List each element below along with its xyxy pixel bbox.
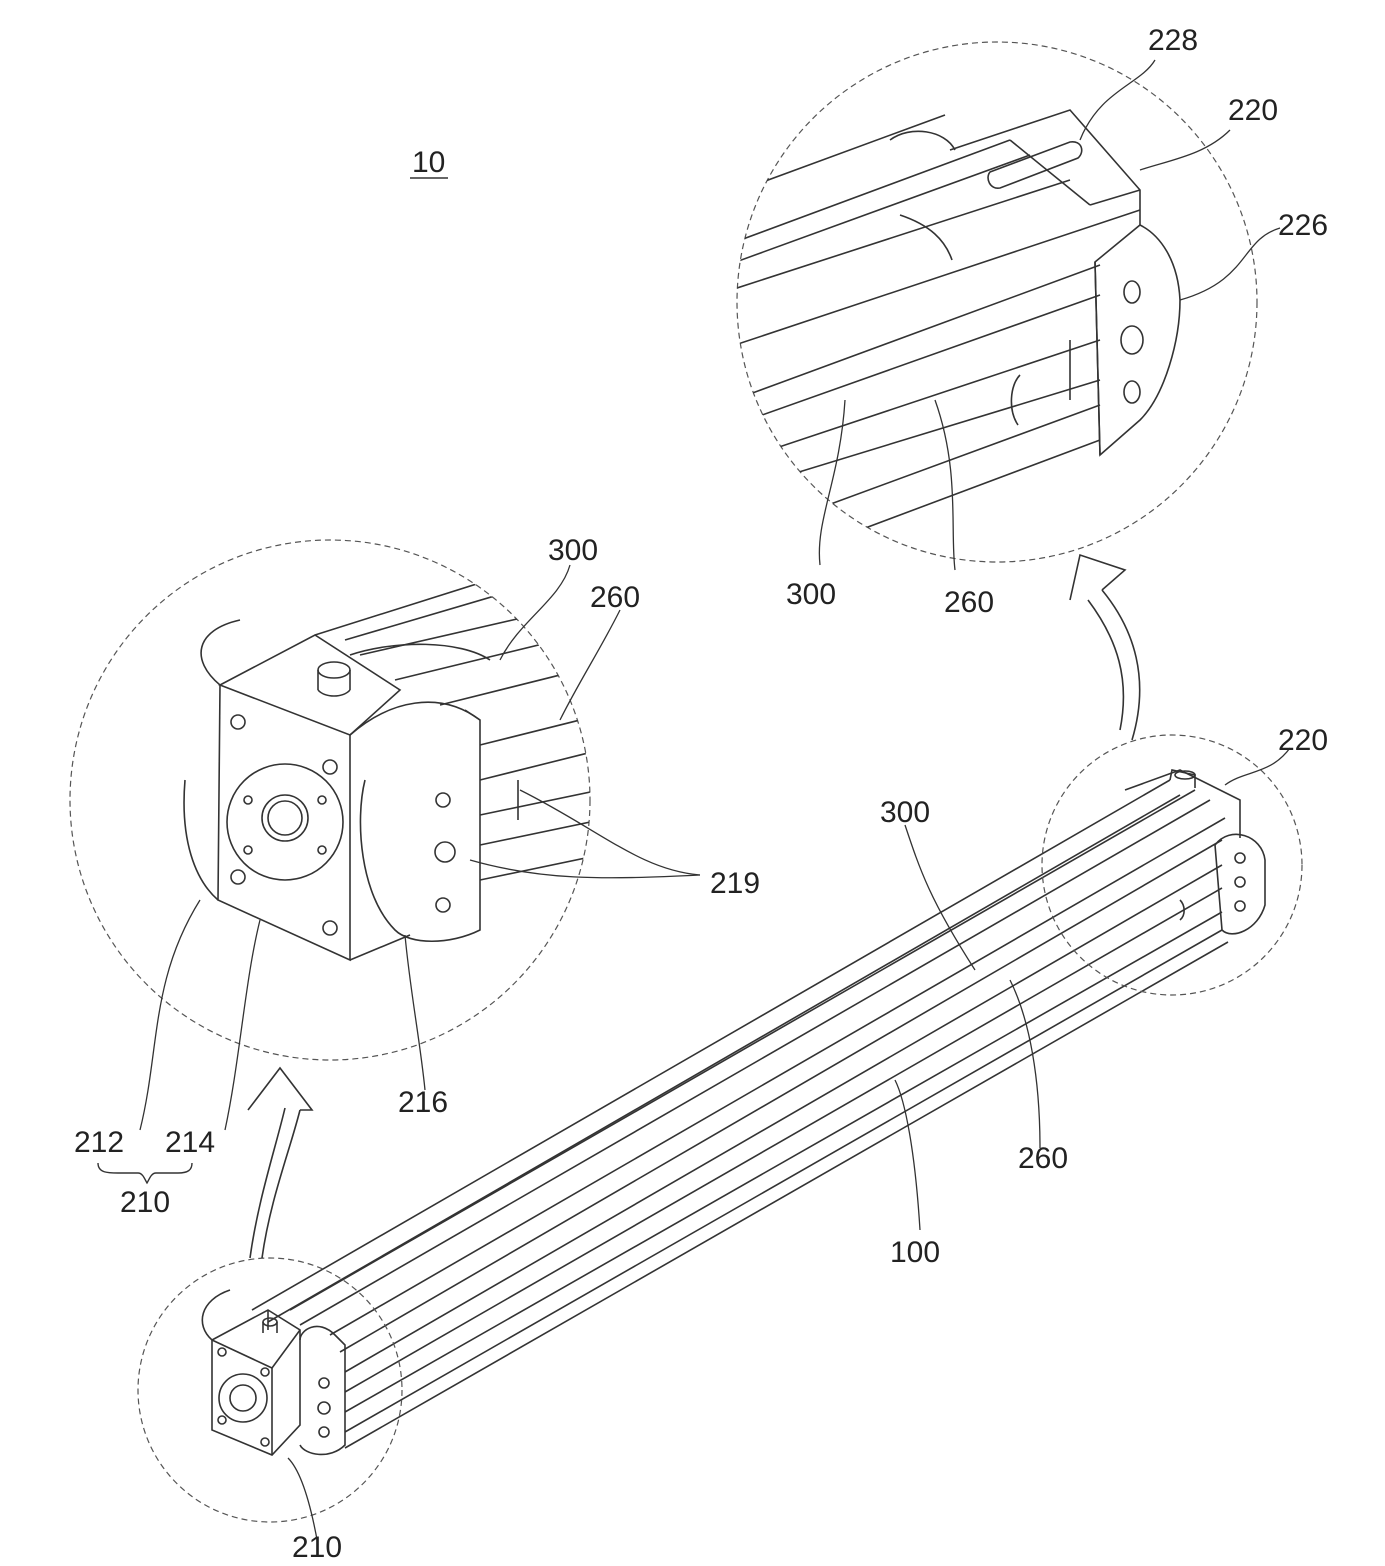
label-210-bottom: 210 <box>292 1531 342 1564</box>
label-260-left: 260 <box>590 581 640 614</box>
label-220-top: 220 <box>1228 94 1278 127</box>
label-214: 214 <box>165 1126 215 1159</box>
label-219: 219 <box>710 867 760 900</box>
detail-view-left-end <box>70 540 600 1060</box>
left-end-block-210 <box>202 1290 300 1455</box>
detail-view-right-end <box>700 42 1257 562</box>
label-220-main: 220 <box>1278 724 1328 757</box>
detail-circle-left-end <box>138 1258 402 1522</box>
label-226: 226 <box>1278 209 1328 242</box>
label-300-left: 300 <box>548 534 598 567</box>
detail-markers <box>138 735 1302 1522</box>
label-228: 228 <box>1148 24 1198 57</box>
leader-lines <box>140 60 1290 1545</box>
arrow-to-left-detail <box>248 1068 312 1258</box>
label-212: 212 <box>74 1126 124 1159</box>
label-210-bracket: 210 <box>120 1186 170 1219</box>
bracket-210 <box>98 1163 192 1183</box>
label-300-main: 300 <box>880 796 930 829</box>
label-300-top: 300 <box>786 578 836 611</box>
left-end-plate-216 <box>300 1326 345 1454</box>
label-260-top: 260 <box>944 586 994 619</box>
label-216: 216 <box>398 1086 448 1119</box>
reference-labels: 10 228 220 226 300 260 300 260 219 212 2… <box>74 24 1328 1564</box>
arrow-to-top-detail <box>1070 555 1140 740</box>
label-260-main: 260 <box>1018 1142 1068 1175</box>
label-100: 100 <box>890 1236 940 1269</box>
figure-ref: 10 <box>412 146 445 179</box>
